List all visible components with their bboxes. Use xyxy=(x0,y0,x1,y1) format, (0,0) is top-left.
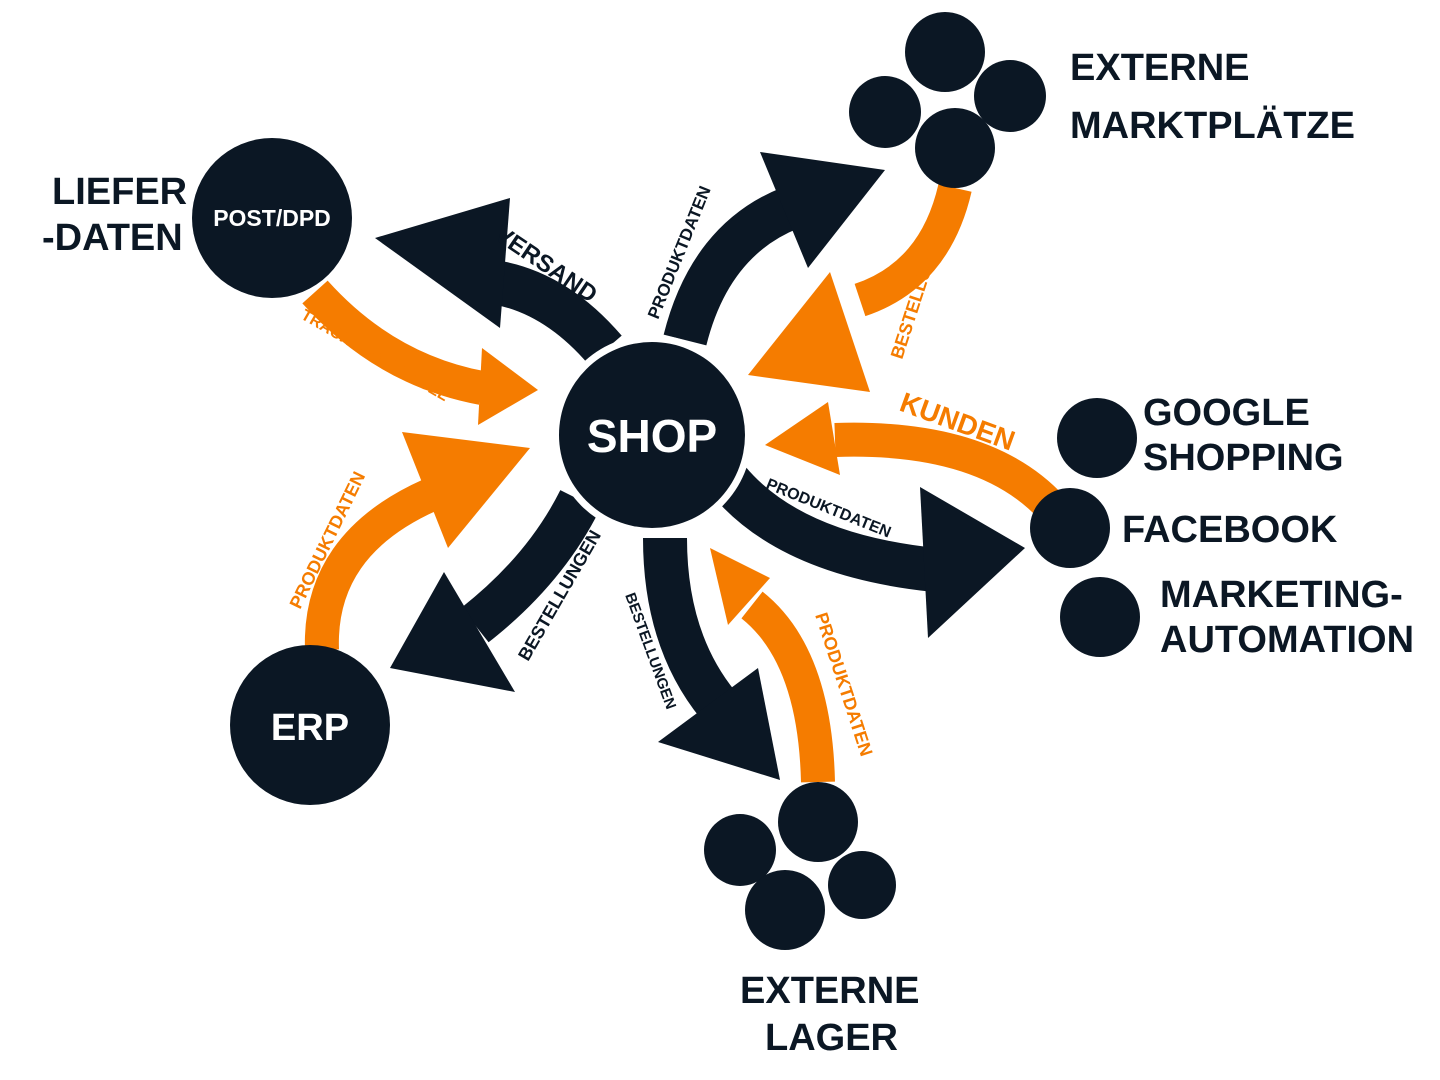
warehouse-circle xyxy=(704,814,776,886)
marketing-automation-node[interactable] xyxy=(1060,577,1140,657)
post-dpd-node[interactable]: POST/DPD xyxy=(192,138,352,298)
produktdaten-to-marketplaces-arrow xyxy=(663,152,885,346)
versand-arrow xyxy=(375,198,622,365)
bestellungen-to-warehouses-arrow xyxy=(643,537,780,780)
post-dpd-node-label: POST/DPD xyxy=(213,205,331,231)
marketing-automation-label-line-2: AUTOMATION xyxy=(1160,619,1414,661)
marketplace-circle xyxy=(915,108,995,188)
bestellungen-to-erp-arrow xyxy=(390,489,600,692)
warehouse-circle xyxy=(745,870,825,950)
erp-node[interactable]: ERP xyxy=(230,645,390,805)
lieferdaten-label-line-1: LIEFER xyxy=(52,171,187,213)
facebook-label: FACEBOOK xyxy=(1122,509,1338,551)
warehouse-circle xyxy=(828,851,896,919)
produktdaten-to-channels-arrow xyxy=(711,465,1025,638)
shop-node[interactable]: SHOP xyxy=(552,335,752,535)
kunden-arrow xyxy=(765,402,1065,520)
warehouses-cluster[interactable] xyxy=(704,782,896,950)
erp-node-label: ERP xyxy=(271,707,349,749)
google-shopping-label-line-2: SHOPPING xyxy=(1143,437,1344,479)
produktdaten-from-erp-arrow xyxy=(304,432,530,651)
marketplaces-label-line-2: MARKTPLÄTZE xyxy=(1070,104,1355,147)
lieferdaten-label-line-2: -DATEN xyxy=(42,217,183,259)
marketplace-circle xyxy=(905,12,985,92)
google-shopping-label-line-1: GOOGLE xyxy=(1143,392,1310,434)
produktdaten-from-warehouses-arrow xyxy=(710,548,835,783)
bestellungen-from-marketplaces-arrow xyxy=(748,183,972,392)
shop-node-label: SHOP xyxy=(587,410,717,462)
marketing-automation-label-line-1: MARKETING- xyxy=(1160,574,1403,616)
marketplace-circle xyxy=(974,60,1046,132)
marketplaces-cluster[interactable] xyxy=(849,12,1046,188)
warehouse-circle xyxy=(778,782,858,862)
marketplace-circle xyxy=(849,76,921,148)
google-shopping-node[interactable] xyxy=(1057,398,1137,478)
facebook-node[interactable] xyxy=(1030,488,1110,568)
tracking-arrow xyxy=(302,280,538,425)
warehouses-label-line-1: EXTERNE xyxy=(740,970,919,1012)
marketplaces-label-line-1: EXTERNE xyxy=(1070,47,1249,89)
warehouses-label-line-2: LAGER xyxy=(765,1017,898,1059)
